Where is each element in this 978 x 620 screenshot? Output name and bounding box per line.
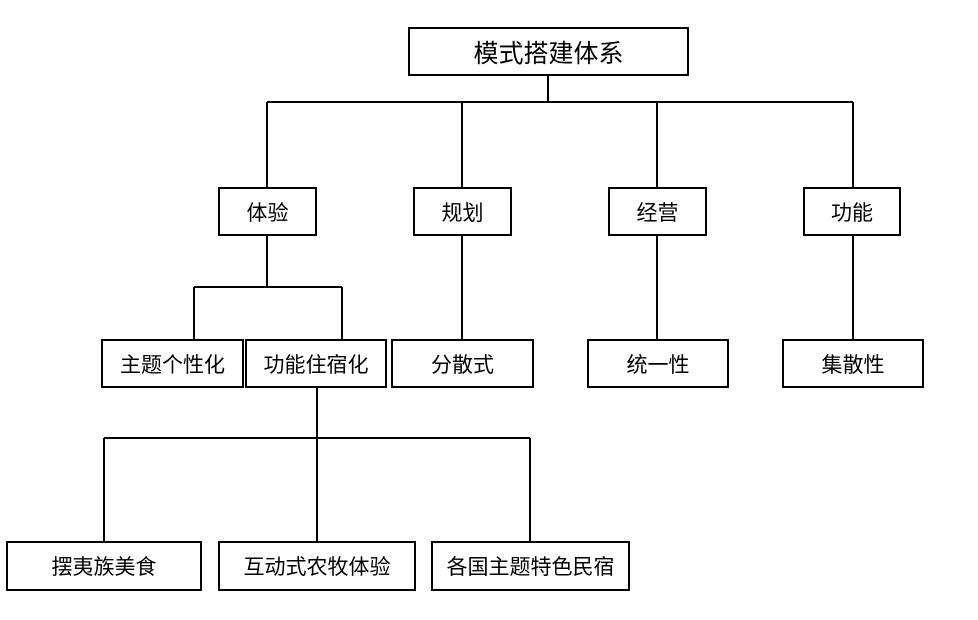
node-function: 功能 (803, 187, 901, 236)
node-functional-lodging: 功能住宿化 (245, 339, 387, 388)
root-node: 模式搭建体系 (408, 27, 689, 76)
node-yi-cuisine: 摆夷族美食 (6, 541, 202, 591)
node-concentrated-dispersed: 集散性 (782, 339, 924, 388)
node-interactive-farming: 互动式农牧体验 (218, 541, 416, 591)
node-theme-personalization: 主题个性化 (101, 339, 244, 388)
node-experience: 体验 (218, 187, 317, 236)
node-planning: 规划 (413, 187, 512, 236)
node-dispersed: 分散式 (391, 339, 534, 388)
node-international-themed-homestay: 各国主题特色民宿 (431, 541, 630, 591)
node-operation: 经营 (608, 187, 707, 236)
node-unified: 统一性 (587, 339, 729, 388)
